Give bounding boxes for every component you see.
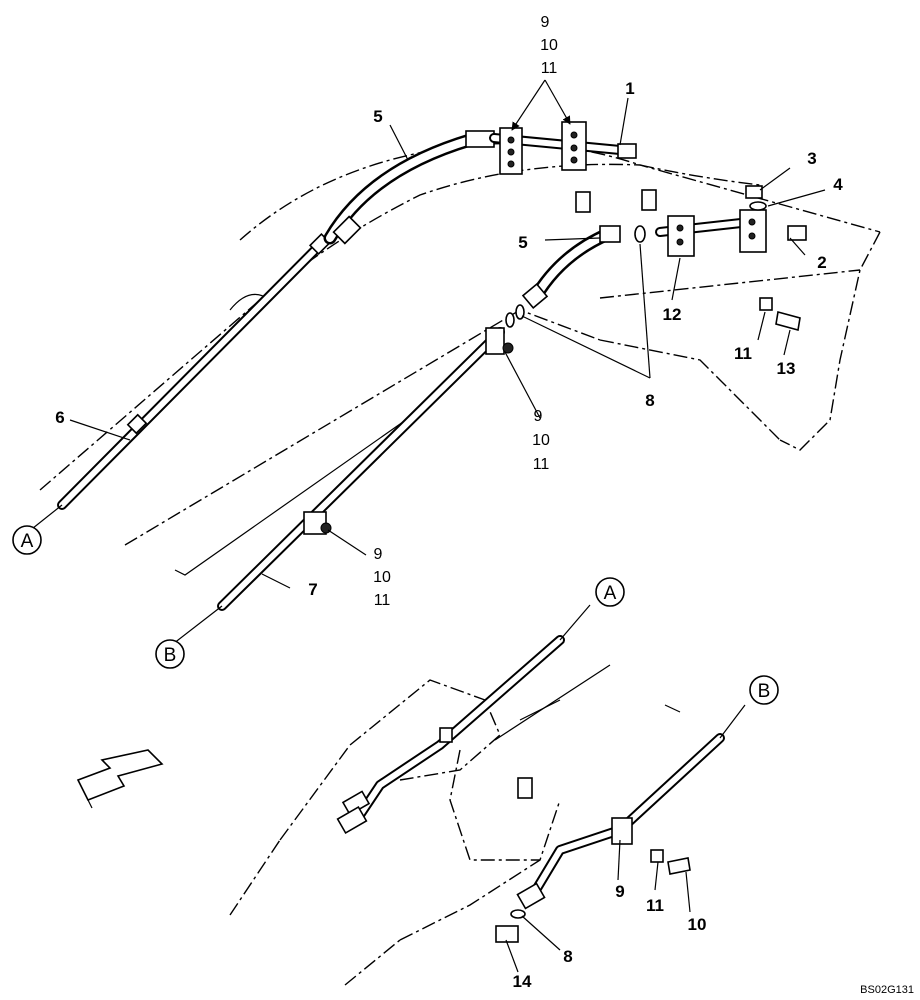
arm-outline <box>229 664 681 986</box>
label-6: 6 <box>55 408 64 427</box>
direction-arrow <box>76 749 164 809</box>
label-11-right: 11 <box>734 344 752 363</box>
label-11-mid: 11 <box>533 456 550 473</box>
label-11-low: 11 <box>374 592 391 609</box>
label-3: 3 <box>807 149 816 168</box>
label-10-mid: 10 <box>532 432 550 449</box>
label-13: 13 <box>777 359 796 378</box>
label-12: 12 <box>663 305 682 324</box>
label-5-middle: 5 <box>518 233 527 252</box>
pipe-7 <box>217 327 514 611</box>
label-10-bottom: 10 <box>688 915 707 934</box>
leader-lines <box>17 79 826 973</box>
label-9-low: 9 <box>374 546 383 563</box>
label-7: 7 <box>308 580 317 599</box>
label-9-bottom: 9 <box>615 882 624 901</box>
o-rings-8 <box>505 225 646 328</box>
label-5-upper: 5 <box>373 107 382 126</box>
label-10-low: 10 <box>373 569 391 586</box>
label-1: 1 <box>625 79 634 98</box>
ref-b-bottom: B <box>749 675 779 705</box>
pipe-lower-a <box>336 635 565 835</box>
label-9-top: 9 <box>541 14 550 31</box>
ref-a-top-label: A <box>21 531 34 552</box>
ref-a-top: A <box>12 525 42 555</box>
ref-a-bottom-label: A <box>604 583 617 604</box>
cap-3-washer-4 <box>745 185 767 211</box>
figure-code: BS02G131 <box>860 984 914 996</box>
label-4: 4 <box>833 175 843 194</box>
label-9-mid: 9 <box>534 408 543 425</box>
label-2: 2 <box>817 253 826 272</box>
ref-b-top-label: B <box>164 645 177 666</box>
part-labels: 9 10 11 1 5 3 4 5 2 12 11 13 8 6 9 10 11… <box>55 14 843 991</box>
fitting-block-12 <box>575 189 807 257</box>
label-11-top: 11 <box>541 60 558 77</box>
label-11-bottom: 11 <box>646 896 664 915</box>
label-8-upper: 8 <box>645 391 654 410</box>
pipe-6 <box>57 232 332 510</box>
label-10-top: 10 <box>540 37 558 54</box>
bolt-13-washer-11 <box>759 297 801 332</box>
ref-b-bottom-label: B <box>758 681 771 702</box>
hose-5-upper <box>323 130 495 245</box>
hose-5-middle <box>521 225 621 310</box>
upper-clamp-assembly <box>489 121 637 175</box>
label-14: 14 <box>513 972 532 991</box>
ref-b-top: B <box>155 639 185 669</box>
ref-a-bottom: A <box>595 577 625 607</box>
pipe-lower-b <box>495 733 725 943</box>
label-8-bottom: 8 <box>563 947 572 966</box>
